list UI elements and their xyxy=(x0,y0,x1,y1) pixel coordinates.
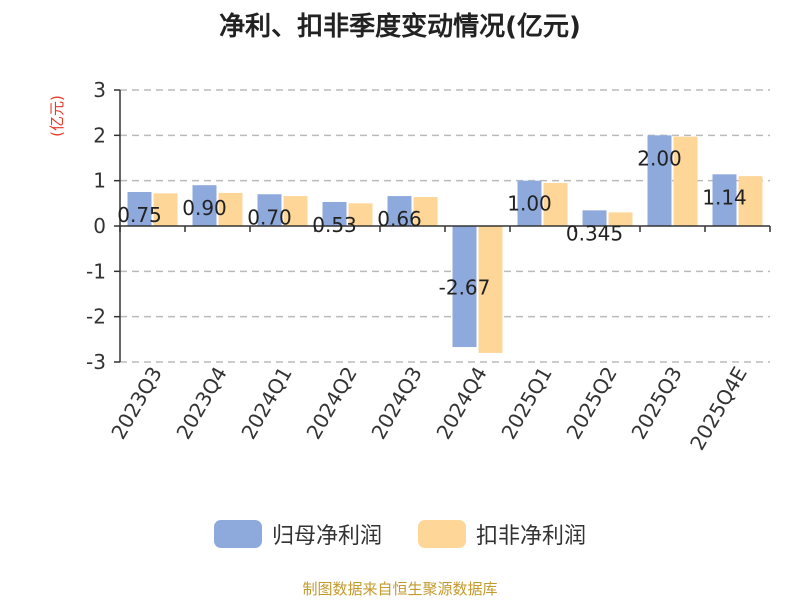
bars xyxy=(127,135,763,353)
data-label: 0.75 xyxy=(117,203,162,227)
data-label: 1.00 xyxy=(507,192,552,216)
bar-net-profit[interactable] xyxy=(452,226,477,348)
x-tick-label: 2024Q1 xyxy=(236,363,296,444)
bar-net-profit[interactable] xyxy=(322,201,347,226)
data-label: 0.90 xyxy=(182,196,227,220)
x-tick-label: 2023Q4 xyxy=(171,363,231,444)
x-tick-label: 2025Q1 xyxy=(496,363,556,444)
data-labels: 0.75 0.90 0.70 0.53 0.66 -2.67 1.00 0.345 2.00 1.… xyxy=(117,146,747,299)
legend-swatch-deducted-profit xyxy=(418,520,466,548)
y-tick-label: 0 xyxy=(93,214,106,238)
data-label: 0.345 xyxy=(566,221,623,245)
bar-deducted-profit[interactable] xyxy=(153,193,178,226)
gridlines xyxy=(120,89,770,363)
y-axis-title: (亿元) xyxy=(48,95,66,137)
bar-deducted-profit[interactable] xyxy=(413,196,438,226)
legend-swatch-net-profit xyxy=(213,520,262,548)
legend-label-deducted-profit: 扣非净利润 xyxy=(476,524,587,549)
bar-deducted-profit[interactable] xyxy=(478,226,503,353)
y-tick-label: 2 xyxy=(93,123,106,147)
bar-net-profit[interactable] xyxy=(712,174,737,226)
x-tick-label: 2023Q3 xyxy=(106,363,166,444)
data-label: 1.14 xyxy=(702,185,747,209)
y-tick-label: 3 xyxy=(93,78,106,102)
bar-deducted-profit[interactable] xyxy=(348,203,373,226)
bar-deducted-profit[interactable] xyxy=(673,136,698,226)
x-tick-label: 2025Q2 xyxy=(561,363,621,444)
x-tick-label: 2025Q3 xyxy=(626,363,686,444)
legend-item-net-profit[interactable]: 归母净利润 xyxy=(213,518,382,550)
bar-net-profit[interactable] xyxy=(192,185,217,226)
bar-net-profit[interactable] xyxy=(647,135,672,226)
bar-net-profit[interactable] xyxy=(387,196,412,226)
bar-net-profit[interactable] xyxy=(517,180,542,226)
x-tick-label: 2024Q2 xyxy=(301,363,361,444)
legend-item-deducted-profit[interactable]: 扣非净利润 xyxy=(418,518,586,550)
x-tick-label: 2024Q4 xyxy=(431,363,491,444)
data-label: 0.66 xyxy=(377,207,422,231)
y-tick-label: -2 xyxy=(86,305,106,329)
data-label: 0.70 xyxy=(247,205,292,229)
y-tick-label: -1 xyxy=(86,259,106,283)
data-label: 2.00 xyxy=(637,146,682,170)
bar-deducted-profit[interactable] xyxy=(608,212,633,226)
bar-deducted-profit[interactable] xyxy=(738,176,763,226)
source-note: 制图数据来自恒生聚源数据库 xyxy=(302,580,498,598)
data-label: 0.53 xyxy=(312,213,357,237)
data-label: -2.67 xyxy=(439,276,491,300)
chart-title: 净利、扣非季度变动情况(亿元) xyxy=(219,12,581,42)
bar-deducted-profit[interactable] xyxy=(218,192,243,226)
bar-net-profit[interactable] xyxy=(257,194,282,226)
bar-deducted-profit[interactable] xyxy=(283,196,308,226)
x-tick-label: 2025Q4E xyxy=(685,363,752,455)
x-tick-label: 2024Q3 xyxy=(366,363,426,444)
legend-label-net-profit: 归母净利润 xyxy=(271,524,382,549)
y-tick-label: -3 xyxy=(86,350,106,374)
bar-deducted-profit[interactable] xyxy=(543,182,568,226)
y-tick-label: 1 xyxy=(93,169,106,193)
legend: 归母净利润 扣非净利润 xyxy=(0,518,800,550)
bar-net-profit[interactable] xyxy=(127,192,152,226)
bar-net-profit[interactable] xyxy=(582,210,607,226)
